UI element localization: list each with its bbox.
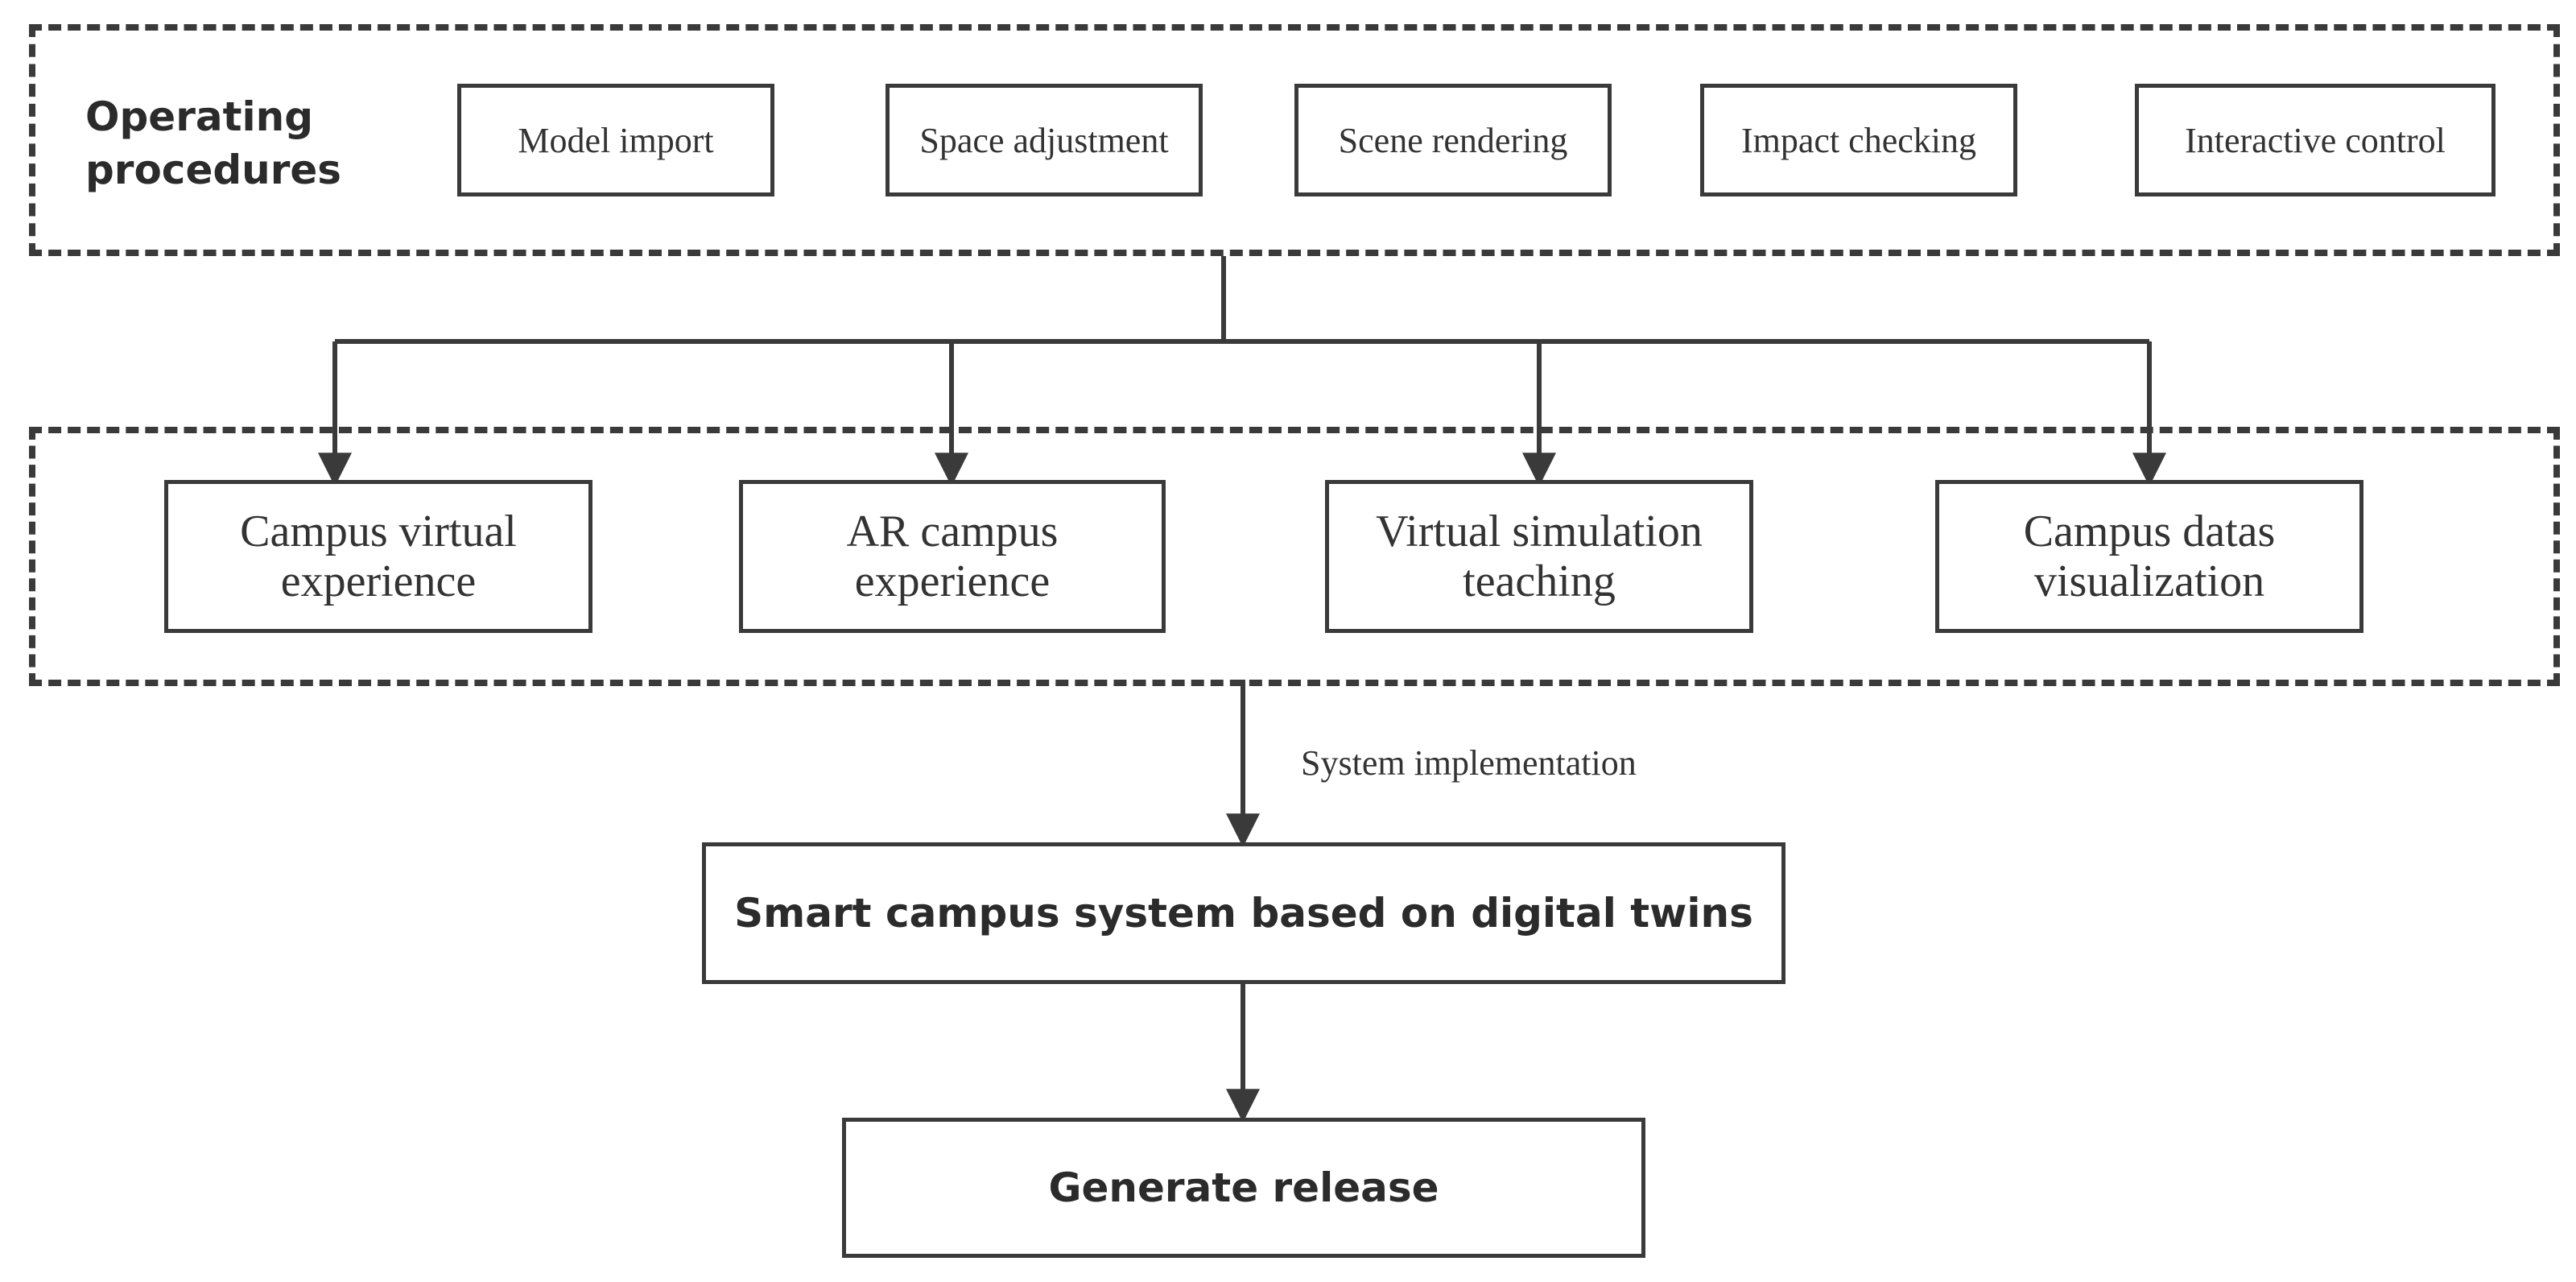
app-campus-datas-visualization: Campus datas visualization [1935, 480, 2363, 633]
app-line-2: visualization [2033, 556, 2265, 606]
system-implementation-label: System implementation [1301, 743, 1637, 783]
operating-procedures-title: Operating procedures [85, 90, 440, 196]
step-impact-checking: Impact checking [1700, 84, 2017, 196]
step-model-import: Model import [457, 84, 774, 196]
app-line-1: AR campus [846, 507, 1059, 556]
app-line-1: Campus datas [2023, 507, 2276, 556]
step-scene-rendering: Scene rendering [1294, 84, 1612, 196]
smart-campus-system-box: Smart campus system based on digital twi… [702, 842, 1785, 984]
app-virtual-simulation-teaching: Virtual simulation teaching [1325, 480, 1753, 633]
generate-release-box: Generate release [842, 1118, 1645, 1258]
title-line-1: Operating [85, 93, 314, 140]
step-space-adjustment: Space adjustment [886, 84, 1203, 196]
title-line-2: procedures [85, 147, 342, 193]
app-line-2: experience [854, 556, 1051, 606]
app-line-2: teaching [1463, 556, 1616, 606]
applications-region [29, 427, 2560, 686]
app-line-1: Virtual simulation [1376, 507, 1703, 556]
app-campus-virtual-experience: Campus virtual experience [164, 480, 592, 633]
app-line-1: Campus virtual [240, 507, 517, 556]
app-ar-campus-experience: AR campus experience [739, 480, 1166, 633]
app-line-2: experience [280, 556, 477, 606]
operating-procedures-region [29, 24, 2560, 256]
step-interactive-control: Interactive control [2135, 84, 2496, 196]
